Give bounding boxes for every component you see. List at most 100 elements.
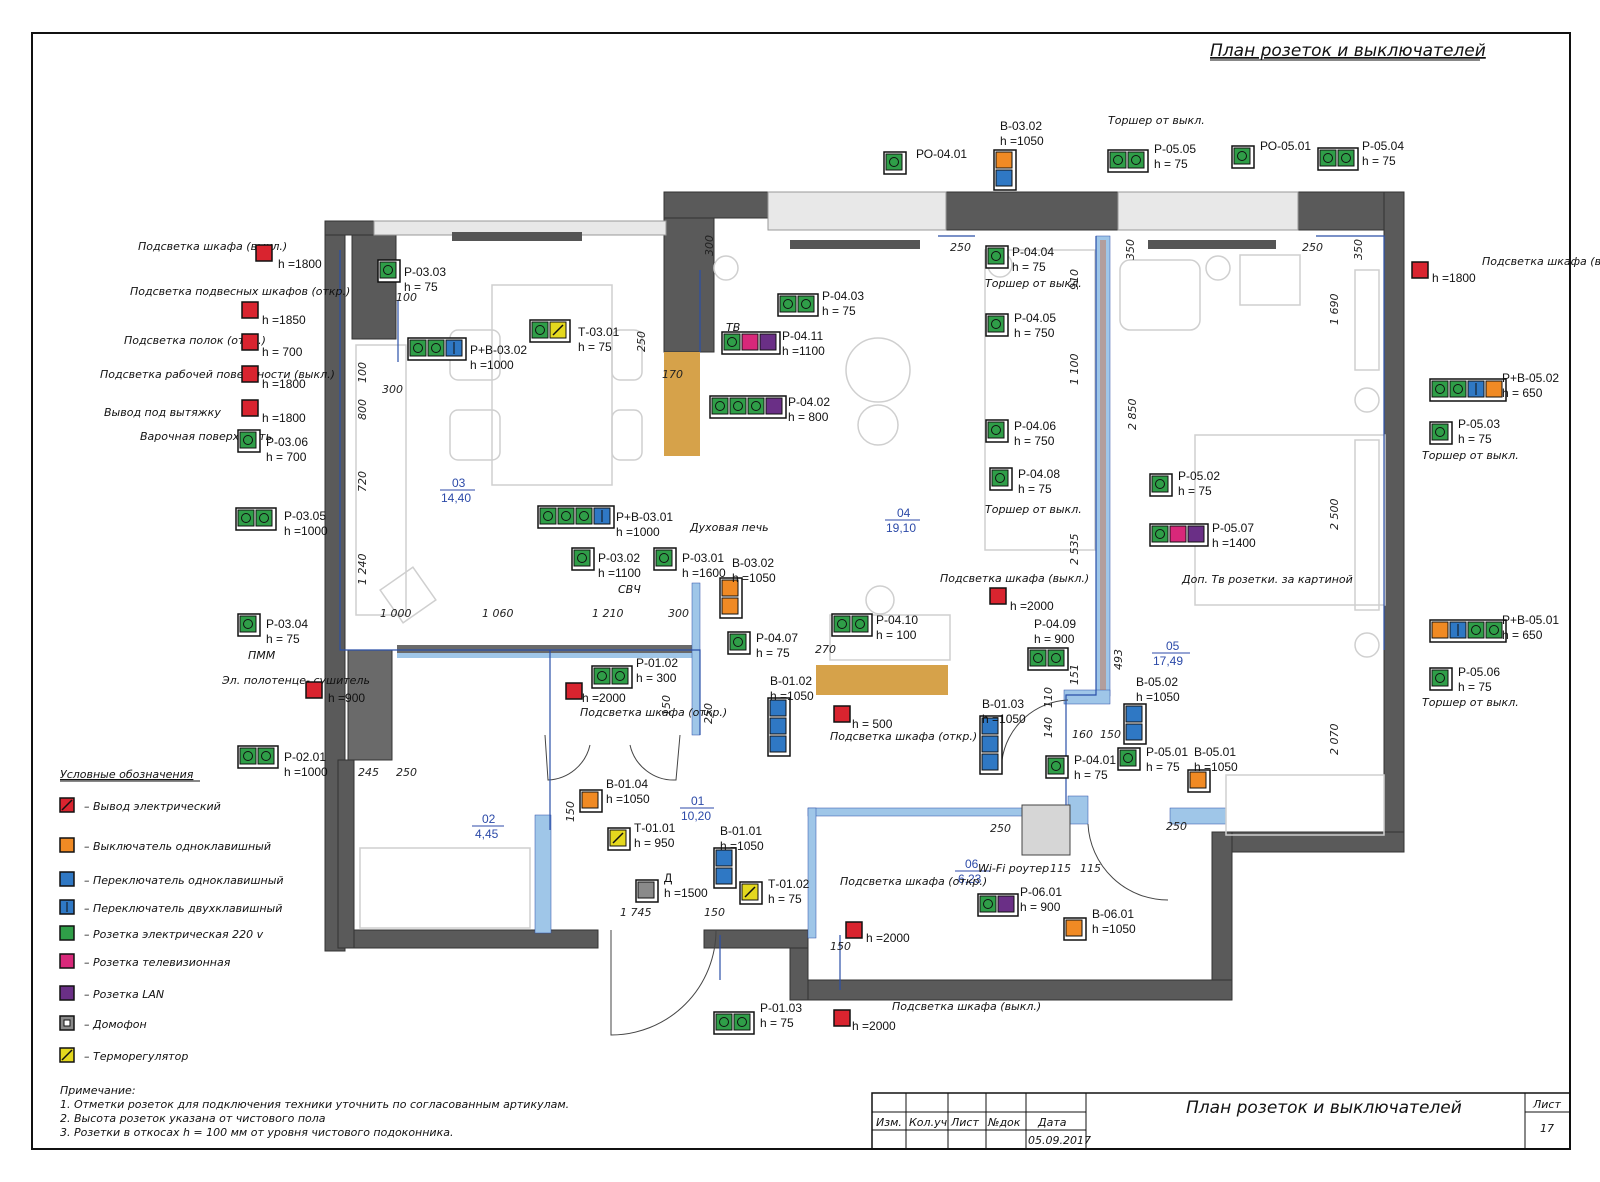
svg-text:Изм.: Изм. (876, 1116, 902, 1129)
svg-text:100: 100 (356, 362, 369, 383)
device-code: Р+В-05.02 (1502, 371, 1559, 385)
socket-ring (733, 401, 743, 411)
electric-out-icon (833, 1009, 851, 1027)
device-code: В-05.02 (1136, 675, 1178, 689)
room-03: 03 14,40 (440, 476, 475, 505)
socket-icon (1337, 149, 1355, 167)
device-р-02-01: Р-02.01h =1000 (237, 745, 328, 779)
device-height: h = 75 (1154, 157, 1188, 171)
device-code: Р-04.11 (782, 329, 823, 343)
legend-item: – Розетка LAN (59, 985, 164, 1001)
svg-text:150: 150 (1100, 728, 1121, 741)
svg-text:Духовая печь: Духовая печь (689, 521, 769, 534)
legend-item: – Домофон (59, 1015, 147, 1031)
device-в-01-01: В-01.01h =1050 (713, 824, 764, 889)
svg-text:2 535: 2 535 (1068, 534, 1081, 566)
socket-icon (655, 549, 673, 567)
device-height: h = 100 (876, 628, 917, 642)
socket-ring (1471, 625, 1481, 635)
socket-icon (833, 615, 851, 633)
socket-ring (991, 319, 1001, 329)
device-р-в-05-02: Р+В-05.02h = 650 (1429, 371, 1559, 402)
svg-text:h = 500: h = 500 (852, 717, 893, 731)
device-height: h = 75 (760, 1016, 794, 1030)
title-block-text: Изм. Кол.уч Лист №док Дата 05.09.2017 Пл… (876, 1098, 1561, 1147)
socket-ring (1051, 761, 1061, 771)
socket-ring (995, 473, 1005, 483)
socket-icon (987, 421, 1005, 439)
device-height: h = 75 (1458, 432, 1492, 446)
socket-ring (1131, 155, 1141, 165)
device-height: h =1600 (682, 566, 726, 580)
device-р-05-07: Р-05.07h =1400 (1149, 521, 1256, 550)
switch-icon (1431, 621, 1449, 639)
legend-label: – Домофон (84, 1018, 147, 1031)
room-area: 6,23 (958, 872, 982, 886)
device-в-01-02: В-01.02h =1050 (767, 674, 814, 757)
room-number: 02 (482, 812, 496, 826)
device-р-в-03-01: Р+В-03.01h =1000 (537, 505, 673, 539)
socket-ring (991, 251, 1001, 261)
svg-text:h =1800: h =1800 (262, 377, 306, 391)
device-code: Р-05.07 (1212, 521, 1254, 535)
switch-icon (1189, 771, 1207, 789)
svg-text:250: 250 (950, 241, 971, 254)
legend-item: – Вывод электрический (59, 797, 221, 813)
socket-icon (797, 295, 815, 313)
socket-icon (427, 339, 445, 357)
svg-text:h =2000: h =2000 (582, 691, 626, 705)
device-height: h = 75 (1012, 260, 1046, 274)
device-height: h = 650 (1502, 386, 1543, 400)
room-area: 17,49 (1153, 654, 1183, 668)
device-code: Р-04.08 (1018, 467, 1060, 481)
svg-text:h =1800: h =1800 (262, 411, 306, 425)
socket-icon (257, 747, 275, 765)
device-code: Р-04.06 (1014, 419, 1056, 433)
socket-ring (719, 1017, 729, 1027)
device-height: h = 650 (1502, 628, 1543, 642)
socket-icon (593, 667, 611, 685)
socket-icon (1029, 649, 1047, 667)
device-height: h = 75 (1362, 154, 1396, 168)
socket-icon (255, 509, 273, 527)
socket-icon (1151, 525, 1169, 543)
device-code: В-01.01 (720, 824, 762, 838)
socket-ring (431, 343, 441, 353)
svg-text:800: 800 (356, 399, 369, 420)
device-code: Т-01.02 (768, 877, 810, 891)
svg-text:1 060: 1 060 (482, 607, 514, 620)
socket-icon (611, 667, 629, 685)
socket-ring (1051, 653, 1061, 663)
socket-icon (1319, 149, 1337, 167)
socket-icon (59, 925, 75, 941)
switch-icon (1065, 919, 1083, 937)
svg-text:910: 910 (1068, 269, 1081, 290)
device-height: h = 75 (756, 646, 790, 660)
socket-ring (1237, 151, 1247, 161)
device-code: Р-03.03 (404, 265, 446, 279)
fixture-note: Вывод под вытяжку (104, 406, 221, 419)
device-code: Р-05.05 (1154, 142, 1196, 156)
device-height: h =1050 (1194, 760, 1238, 774)
svg-text:Кол.уч: Кол.уч (909, 1116, 948, 1129)
legend-label: – Переключатель одноклавишный (84, 874, 284, 887)
svg-text:Торшер от выкл.: Торшер от выкл. (1422, 696, 1519, 709)
room-number: 03 (452, 476, 466, 490)
device-в-06-01: В-06.01h =1050 (1063, 907, 1136, 941)
svg-text:250: 250 (1166, 820, 1187, 833)
device-code: Т-03.01 (578, 325, 620, 339)
switch-icon (1485, 380, 1503, 398)
socket-icon (379, 261, 397, 279)
device-height: h = 900 (1034, 632, 1075, 646)
legend-label: – Розетка электрическая 220 v (84, 928, 264, 941)
electric-out-icon (833, 705, 851, 723)
svg-text:Лист: Лист (950, 1116, 979, 1129)
socket-icon (1467, 621, 1485, 639)
device-height: h =1050 (1000, 134, 1044, 148)
title-block (871, 1092, 1571, 1150)
socket-ring (1435, 427, 1445, 437)
legend-item: – Переключатель двухклавишный (59, 899, 282, 915)
fixture-note: Подсветка шкафа (выкл.) (1482, 255, 1600, 268)
room-labels: 03 14,40 04 19,10 05 17,49 02 4,45 01 10… (440, 476, 1190, 886)
